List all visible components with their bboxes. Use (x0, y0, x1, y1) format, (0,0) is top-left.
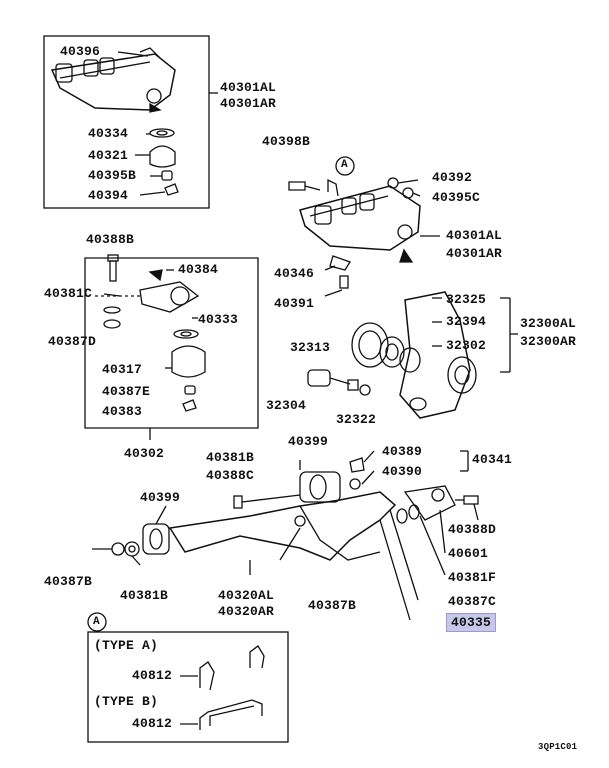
part-label-32325[interactable]: 32325 (446, 292, 487, 307)
part-label-32394[interactable]: 32394 (446, 314, 487, 329)
part-label-32300al[interactable]: 32300AL (520, 316, 577, 331)
part-label-40301ar-inset[interactable]: 40301AR (220, 96, 277, 111)
part-label-40384[interactable]: 40384 (178, 262, 219, 277)
part-label-40390[interactable]: 40390 (382, 464, 423, 479)
part-label-40388d[interactable]: 40388D (448, 522, 497, 537)
part-label-40301al[interactable]: 40301AL (446, 228, 503, 243)
knuckle-assembly (307, 291, 518, 419)
upper-arm-inset (43, 35, 218, 209)
part-label-32300ar[interactable]: 32300AR (520, 334, 577, 349)
part-label-40601[interactable]: 40601 (448, 546, 489, 561)
part-label-40391[interactable]: 40391 (274, 296, 315, 311)
part-label-40302[interactable]: 40302 (124, 446, 165, 461)
part-label-32313[interactable]: 32313 (290, 340, 331, 355)
part-label-40320ar[interactable]: 40320AR (218, 604, 275, 619)
part-label-40395c[interactable]: 40395C (432, 190, 481, 205)
diagram-code: 3QP1C01 (538, 742, 578, 752)
part-label-40381b-lower[interactable]: 40381B (120, 588, 169, 603)
callout-a-marker: A (341, 159, 348, 171)
part-label-40389[interactable]: 40389 (382, 444, 423, 459)
ball-joint-box (84, 254, 259, 440)
part-label-40381b-upper[interactable]: 40381B (206, 450, 255, 465)
part-label-40399-lower[interactable]: 40399 (140, 490, 181, 505)
part-label-40387b-left[interactable]: 40387B (44, 574, 93, 589)
part-label-40388b[interactable]: 40388B (86, 232, 135, 247)
part-label-40381f[interactable]: 40381F (448, 570, 497, 585)
part-label-40399-upper[interactable]: 40399 (288, 434, 329, 449)
part-label-40387c[interactable]: 40387C (448, 594, 497, 609)
part-label-40346[interactable]: 40346 (274, 266, 315, 281)
part-label-40335-highlighted[interactable]: 40335 (446, 613, 497, 632)
lower-arm (92, 450, 479, 621)
part-label-40321[interactable]: 40321 (88, 148, 129, 163)
part-label-40383[interactable]: 40383 (102, 404, 143, 419)
part-label-32304[interactable]: 32304 (266, 398, 307, 413)
part-label-40333[interactable]: 40333 (198, 312, 239, 327)
inset-a-marker: A (93, 616, 100, 628)
clip-type-inset (87, 612, 289, 743)
part-label-40396[interactable]: 40396 (60, 44, 101, 59)
type-b-heading: (TYPE B) (94, 694, 159, 709)
type-a-heading: (TYPE A) (94, 638, 159, 653)
part-label-40334[interactable]: 40334 (88, 126, 129, 141)
upper-arm-main (288, 156, 440, 297)
part-label-32322[interactable]: 32322 (336, 412, 377, 427)
part-label-40381c[interactable]: 40381C (44, 286, 93, 301)
part-label-40320al[interactable]: 40320AL (218, 588, 275, 603)
part-label-40387e[interactable]: 40387E (102, 384, 151, 399)
part-label-40301al-inset[interactable]: 40301AL (220, 80, 277, 95)
part-label-40388c[interactable]: 40388C (206, 468, 255, 483)
part-label-40387d[interactable]: 40387D (48, 334, 97, 349)
part-label-40301ar[interactable]: 40301AR (446, 246, 503, 261)
part-label-40812-type-b[interactable]: 40812 (132, 716, 173, 731)
part-label-40387b-right[interactable]: 40387B (308, 598, 357, 613)
part-label-40395b[interactable]: 40395B (88, 168, 137, 183)
part-label-40812-type-a[interactable]: 40812 (132, 668, 173, 683)
part-label-40392[interactable]: 40392 (432, 170, 473, 185)
part-label-40341[interactable]: 40341 (472, 452, 513, 467)
part-label-40317[interactable]: 40317 (102, 362, 143, 377)
part-label-40394[interactable]: 40394 (88, 188, 129, 203)
part-label-32302[interactable]: 32302 (446, 338, 487, 353)
part-label-40398b[interactable]: 40398B (262, 134, 311, 149)
